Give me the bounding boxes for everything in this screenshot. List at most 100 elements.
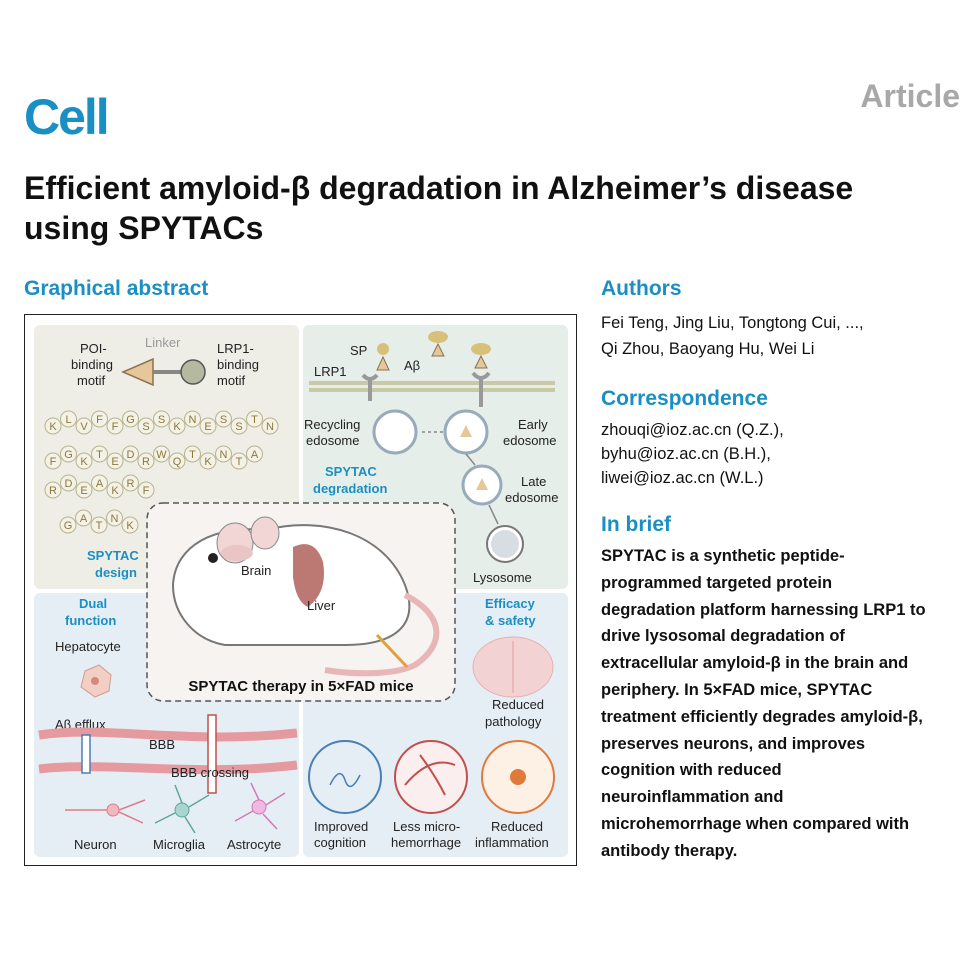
brief-line: cognition with reduced (601, 761, 782, 780)
efflux-arrow (81, 734, 91, 774)
microglia-icon (154, 784, 210, 834)
amino-acid-bubble (199, 417, 217, 435)
amino-acid-bubble (261, 417, 279, 435)
amino-acid-letter: F (112, 421, 119, 433)
amino-acid-bubble (106, 481, 124, 499)
lysosome (491, 530, 519, 558)
amino-acid-letter: W (156, 449, 167, 461)
bbb-label: BBB (149, 737, 175, 752)
lrp-label: binding (217, 357, 259, 372)
amino-acid-bubble (230, 452, 248, 470)
amino-acid-letter: K (49, 421, 57, 433)
amino-acid-bubble (75, 452, 93, 470)
amino-acid-bubble (137, 452, 155, 470)
neuron-icon (65, 799, 146, 824)
lrp1-receptor (479, 377, 483, 407)
cognition-icon (308, 740, 382, 814)
sp-icon (474, 354, 488, 369)
amino-acid-letter: T (96, 449, 103, 461)
lrp1-label: LRP1 (314, 364, 347, 379)
amino-acid-letter: K (80, 456, 88, 468)
linker-label: Linker (145, 335, 181, 350)
amino-acid-bubble (122, 474, 139, 492)
early-label: Early (518, 417, 548, 432)
hemorrhage-label: Less micro- (393, 819, 460, 834)
email-link[interactable]: zhouqi@ioz.ac.cn (Q.Z.), (601, 421, 784, 439)
amino-acid-letter: K (204, 456, 212, 468)
amino-acid-bubble (44, 481, 62, 499)
amino-acid-letter: T (251, 414, 258, 426)
amino-acid-bubble (121, 516, 139, 534)
amino-acid-letter: N (111, 513, 119, 525)
efficacy-title: Efficacy (485, 596, 536, 611)
brief-line: microhemorrhage when compared with (601, 814, 910, 833)
inflammation-icon (510, 769, 526, 785)
brief-line: preserves neurons, and improves (601, 734, 866, 753)
amino-acid-letter: R (127, 478, 135, 490)
lysosome-label: Lysosome (473, 570, 532, 585)
in-brief-text: SPYTAC is a synthetic peptide- programme… (601, 543, 973, 865)
amino-acid-letter: G (126, 414, 135, 426)
late-label: Late (521, 474, 546, 489)
astrocyte-icon (234, 782, 286, 830)
pathology-label: pathology (485, 714, 542, 729)
brief-line: degradation platform harnessing LRP1 to (601, 600, 926, 619)
amino-acid-bubble (60, 445, 77, 463)
amino-acid-bubble (44, 417, 62, 435)
abeta-label: Aβ (404, 358, 420, 373)
microhemorrhage-icon (394, 740, 468, 814)
sp-icon (460, 425, 472, 437)
mouse-illustration (171, 516, 440, 677)
brief-line: SPYTAC is a synthetic peptide- (601, 547, 845, 565)
cognition-label: cognition (314, 835, 366, 850)
blood-vessel (38, 727, 298, 742)
microglia-label: Microglia (153, 837, 206, 852)
brief-line: treatment efficiently degrades amyloid-β… (601, 707, 923, 726)
microhemorrhage-icon (404, 754, 456, 796)
amino-acid-letter: A (251, 449, 259, 461)
brief-line: neuroinflammation and (601, 788, 784, 807)
lrp1-binding-circle (180, 359, 206, 385)
amino-acid-letter: R (49, 485, 57, 497)
amino-acid-letter: E (111, 456, 118, 468)
amino-acid-bubble (60, 410, 77, 428)
graphical-abstract-figure: POI- binding motif Linker LRP1- binding … (24, 314, 577, 866)
neuron-label: Neuron (74, 837, 117, 852)
brief-line: drive lysosomal degradation of (601, 627, 845, 646)
in-brief-heading: In brief (601, 513, 672, 536)
brief-line: periphery. In 5×FAD mice, SPYTAC (601, 680, 873, 699)
graphical-abstract-svg: POI- binding motif Linker LRP1- binding … (34, 325, 568, 857)
amino-acid-bubble (153, 410, 170, 428)
amino-acid-letter: G (64, 449, 73, 461)
correspondence-heading: Correspondence (601, 387, 768, 410)
amino-acid-letter: N (266, 421, 274, 433)
author-line: Fei Teng, Jing Liu, Tongtong Cui, ..., (601, 314, 864, 332)
abeta-icon (428, 331, 448, 343)
amino-acid-letter: E (204, 421, 211, 433)
amino-acid-letter: S (142, 421, 149, 433)
amino-acid-letter: F (96, 414, 103, 426)
design-title: SPYTAC (87, 548, 139, 563)
amino-acid-letter: R (142, 456, 150, 468)
peptide-sequence: KLVFFGSSKNESSTNFGKTEDRWQTKNTARDEAKRFGATN… (44, 410, 279, 534)
amino-acid-bubble (215, 445, 232, 463)
graphical-abstract-heading: Graphical abstract (24, 277, 209, 300)
amino-acid-bubble (184, 410, 201, 428)
amino-acid-letter: G (64, 520, 73, 532)
email-link[interactable]: byhu@ioz.ac.cn (B.H.), (601, 445, 771, 463)
journal-logo: Cell (24, 89, 110, 145)
amino-acid-letter: T (189, 449, 196, 461)
inflammation-label: Reduced (491, 819, 543, 834)
early-label: edosome (503, 433, 556, 448)
article-title: Efficient amyloid-β degradation in Alzhe… (24, 170, 854, 246)
amino-acid-bubble (215, 410, 232, 428)
amino-acid-bubble (122, 445, 139, 463)
email-link[interactable]: liwei@ioz.ac.cn (W.L.) (601, 469, 764, 487)
amino-acid-letter: A (96, 478, 104, 490)
pathway-arrow (488, 504, 499, 525)
amino-acid-bubble (59, 516, 77, 534)
amino-acid-letter: N (189, 414, 197, 426)
amino-acid-letter: D (65, 478, 73, 490)
brief-line: programmed targeted protein (601, 573, 833, 592)
cognition-label: Improved (314, 819, 368, 834)
